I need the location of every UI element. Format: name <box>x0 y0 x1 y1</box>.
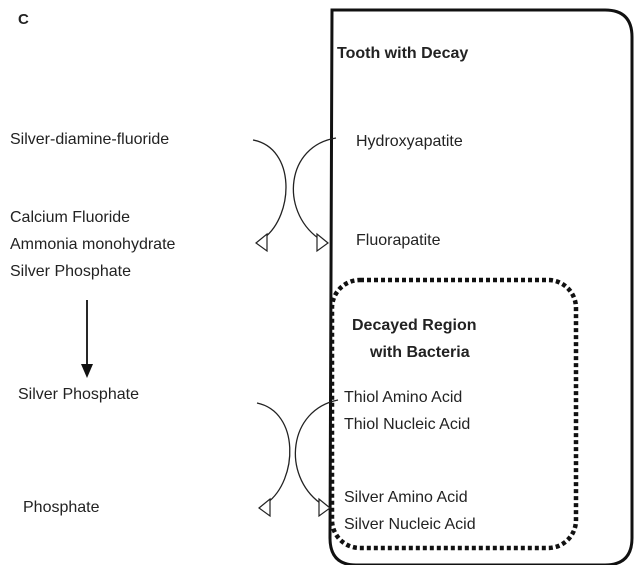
decayed-region-title-1: Decayed Region <box>352 317 477 334</box>
silver-nucleic-acid-label: Silver Nucleic Acid <box>344 516 476 533</box>
product-calcium-fluoride: Calcium Fluoride <box>10 209 131 226</box>
thiol-nucleic-acid-label: Thiol Nucleic Acid <box>344 416 471 433</box>
product-ammonia-monohydrate: Ammonia monohydrate <box>10 236 176 253</box>
silver-amino-acid-label: Silver Amino Acid <box>344 489 468 506</box>
upper-reaction-arcs <box>252 137 337 239</box>
panel-label: C <box>18 11 29 28</box>
silver-phosphate-label: Silver Phosphate <box>18 386 139 403</box>
thiol-amino-acid-label: Thiol Amino Acid <box>344 389 463 406</box>
upper-left-arrowhead <box>255 232 268 253</box>
phosphate-label: Phosphate <box>23 499 100 516</box>
hydroxyapatite-label: Hydroxyapatite <box>356 133 463 150</box>
down-arrow-head <box>81 364 93 378</box>
fluorapatite-label: Fluorapatite <box>356 232 441 249</box>
lower-right-arrowhead <box>318 497 331 518</box>
product-silver-phosphate: Silver Phosphate <box>10 263 131 280</box>
reactant-silver-diamine-fluoride: Silver-diamine-fluoride <box>10 131 170 148</box>
decayed-region-box <box>329 277 579 551</box>
tooth-box-title: Tooth with Decay <box>337 45 469 62</box>
tooth-box <box>328 8 634 565</box>
upper-right-arrowhead <box>316 232 329 253</box>
lower-reaction-arcs <box>256 399 339 504</box>
decayed-region-title-2: with Bacteria <box>370 344 470 361</box>
lower-left-arrowhead <box>258 497 271 518</box>
